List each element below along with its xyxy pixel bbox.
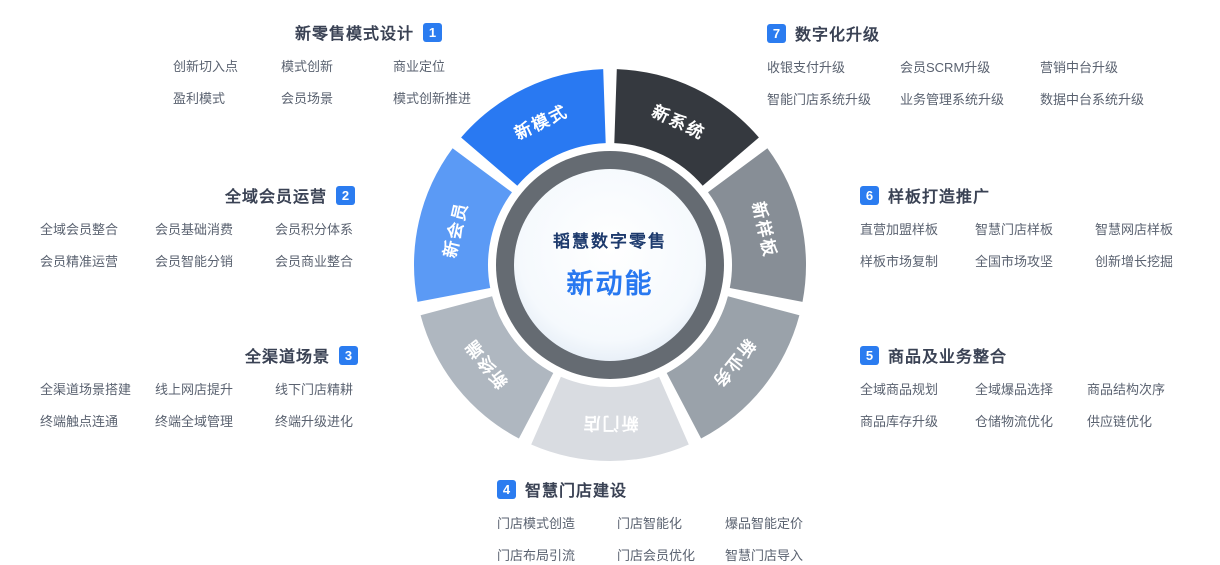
feature-item: 门店会员优化: [617, 548, 696, 563]
feature-item: 样板市场复制: [860, 254, 939, 269]
group-product-business-integration: 5 商品及业务整合 全域商品规划 全域爆品选择 商品结构次序 商品库存升级 仓储…: [860, 345, 1165, 430]
feature-item: 门店模式创造: [497, 516, 576, 531]
feature-item: 全渠道场景搭建: [40, 382, 132, 397]
wheel-segment-new-store: [531, 376, 689, 462]
group-title: 全域会员运营: [225, 189, 328, 206]
center-circle: [514, 169, 706, 361]
center-title: 韬慧数字零售: [553, 231, 667, 251]
group-items: 门店模式创造 门店智能化 爆品智能定价 门店布局引流 门店会员优化 智慧门店导入: [497, 513, 803, 564]
group-smart-store-construction: 4 智慧门店建设 门店模式创造 门店智能化 爆品智能定价 门店布局引流 门店会员…: [497, 479, 803, 564]
feature-item: 模式创新推进: [393, 91, 472, 106]
feature-item: 全域商品规划: [860, 382, 939, 397]
feature-item: 会员场景: [281, 91, 334, 106]
group-title: 智慧门店建设: [525, 483, 628, 500]
feature-item: 全国市场攻坚: [975, 254, 1054, 269]
group-title: 样板打造推广: [888, 189, 991, 206]
group-digital-upgrade: 7 数字化升级 收银支付升级 会员SCRM升级 营销中台升级 智能门店系统升级 …: [767, 23, 1144, 108]
feature-item: 盈利模式: [173, 91, 226, 106]
feature-item: 智慧网店样板: [1095, 222, 1174, 237]
feature-item: 会员SCRM升级: [900, 60, 991, 75]
feature-item: 数据中台系统升级: [1040, 92, 1145, 107]
feature-item: 会员精准运营: [40, 254, 119, 269]
group-items: 创新切入点 模式创新 商业定位 盈利模式 会员场景 模式创新推进: [173, 56, 471, 107]
group-title-row: 全域会员运营 2: [225, 185, 356, 206]
center-subtitle: 新动能: [567, 268, 654, 299]
feature-item: 爆品智能定价: [725, 516, 804, 531]
feature-item: 会员商业整合: [275, 254, 354, 269]
group-items: 收银支付升级 会员SCRM升级 营销中台升级 智能门店系统升级 业务管理系统升级…: [767, 57, 1144, 108]
group-number-badge: 1: [423, 22, 443, 42]
feature-item: 商品库存升级: [860, 414, 939, 429]
group-title: 数字化升级: [795, 27, 881, 44]
group-title: 商品及业务整合: [888, 349, 1008, 366]
group-title: 新零售模式设计: [295, 26, 415, 43]
feature-item: 创新切入点: [173, 59, 239, 74]
group-model-promotion: 6 样板打造推广 直营加盟样板 智慧门店样板 智慧网店样板 样板市场复制 全国市…: [860, 185, 1173, 270]
group-number-badge: 7: [767, 23, 786, 43]
feature-item: 创新增长挖掘: [1095, 254, 1174, 269]
feature-item: 智能门店系统升级: [767, 92, 872, 107]
wheel-segment-new-system: [614, 69, 759, 186]
wheel-segment-new-business: [666, 296, 800, 439]
group-number-badge: 5: [860, 345, 879, 365]
feature-item: 终端全域管理: [155, 414, 234, 429]
group-title-row: 4 智慧门店建设: [497, 479, 803, 500]
feature-item: 会员基础消费: [155, 222, 234, 237]
group-member-operation: 全域会员运营 2 全域会员整合 会员基础消费 会员积分体系 会员精准运营 会员智…: [40, 185, 356, 270]
wheel-segment-new-terminal: [420, 296, 554, 439]
feature-item: 仓储物流优化: [975, 414, 1054, 429]
feature-item: 业务管理系统升级: [900, 92, 1005, 107]
feature-item: 商业定位: [393, 59, 446, 74]
group-title-row: 新零售模式设计 1: [295, 22, 471, 43]
wheel-segment-new-template: [708, 148, 807, 302]
feature-item: 门店智能化: [617, 516, 683, 531]
group-new-retail-model-design: 新零售模式设计 1 创新切入点 模式创新 商业定位 盈利模式 会员场景 模式创新…: [173, 22, 471, 107]
feature-item: 商品结构次序: [1087, 382, 1166, 397]
wheel-segment-new-model: [461, 69, 606, 186]
feature-item: 营销中台升级: [1040, 60, 1119, 75]
group-title-row: 全渠道场景 3: [245, 345, 359, 366]
feature-item: 收银支付升级: [767, 60, 846, 75]
wheel-segment-label-new-store: 新门店: [582, 414, 639, 434]
group-title-row: 7 数字化升级: [767, 23, 1144, 44]
group-title-row: 5 商品及业务整合: [860, 345, 1165, 366]
feature-item: 智慧门店导入: [725, 548, 804, 563]
group-omnichannel-scene: 全渠道场景 3 全渠道场景搭建 线上网店提升 线下门店精耕 终端触点连通 终端全…: [40, 345, 359, 430]
feature-item: 全域爆品选择: [975, 382, 1054, 397]
feature-item: 门店布局引流: [497, 548, 576, 563]
group-items: 全域会员整合 会员基础消费 会员积分体系 会员精准运营 会员智能分销 会员商业整…: [40, 219, 355, 270]
group-number-badge: 2: [336, 185, 356, 205]
group-items: 直营加盟样板 智慧门店样板 智慧网店样板 样板市场复制 全国市场攻坚 创新增长挖…: [860, 219, 1173, 270]
feature-item: 直营加盟样板: [860, 222, 939, 237]
group-title: 全渠道场景: [245, 349, 331, 366]
feature-item: 线下门店精耕: [275, 382, 354, 397]
group-items: 全域商品规划 全域爆品选择 商品结构次序 商品库存升级 仓储物流优化 供应链优化: [860, 379, 1165, 430]
feature-item: 线上网店提升: [155, 382, 234, 397]
feature-item: 模式创新: [281, 59, 334, 74]
strategy-wheel: 韬慧数字零售 新动能 新模式 新系统 新样板 新业务 新门店 新终端 新会员: [413, 69, 807, 462]
feature-item: 终端升级进化: [275, 414, 354, 429]
feature-item: 全域会员整合: [40, 222, 119, 237]
group-number-badge: 6: [860, 185, 879, 205]
feature-item: 终端触点连通: [40, 414, 119, 429]
feature-item: 会员积分体系: [275, 222, 354, 237]
feature-item: 供应链优化: [1087, 414, 1153, 429]
feature-item: 智慧门店样板: [975, 222, 1054, 237]
group-number-badge: 3: [339, 345, 359, 365]
feature-item: 会员智能分销: [155, 254, 234, 269]
group-title-row: 6 样板打造推广: [860, 185, 1173, 206]
group-number-badge: 4: [497, 479, 516, 499]
group-items: 全渠道场景搭建 线上网店提升 线下门店精耕 终端触点连通 终端全域管理 终端升级…: [40, 379, 358, 430]
wheel-segment-new-member: [413, 148, 512, 302]
